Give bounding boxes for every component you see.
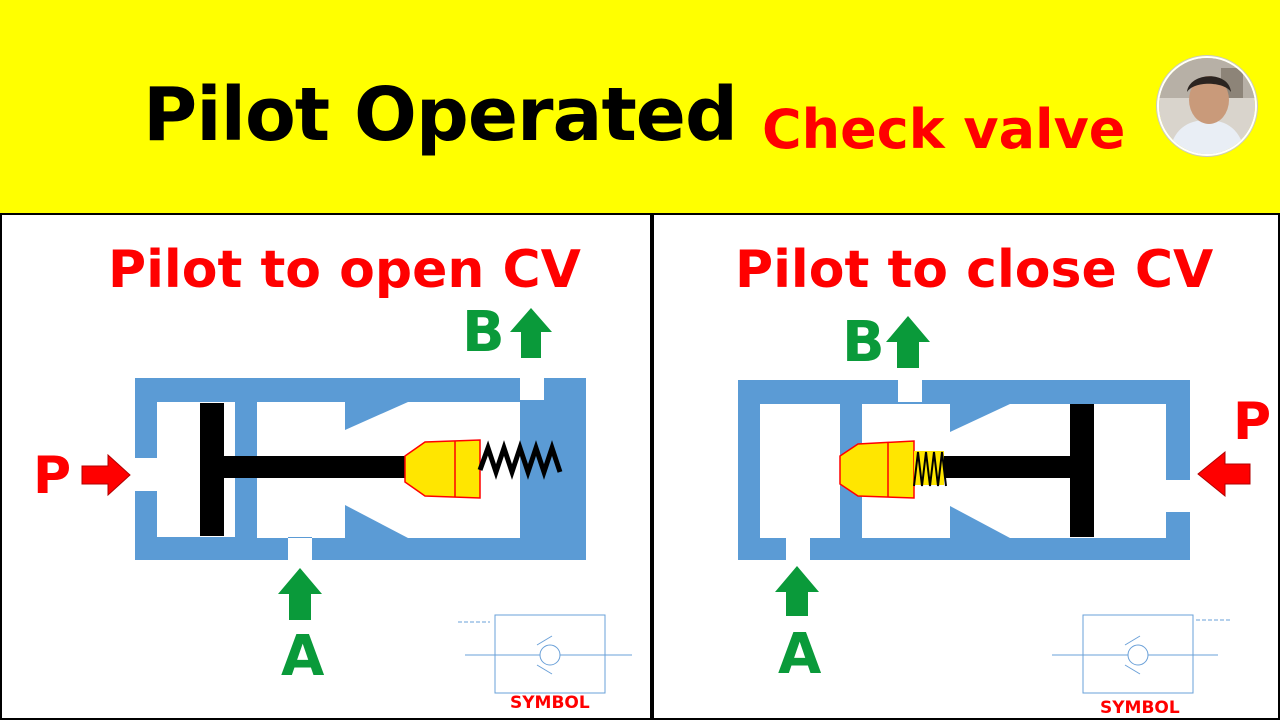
- right-panel-title-prefix: Pilot to: [735, 240, 949, 300]
- right-valve-body: [738, 380, 1190, 560]
- left-port-p-label: P: [33, 446, 72, 506]
- left-port-b-label: B: [462, 300, 505, 365]
- right-port-b-label: B: [842, 310, 885, 375]
- right-panel-title: Pilot to close CV: [735, 240, 1213, 300]
- left-port-a-arrow: [278, 568, 322, 620]
- right-panel-title-suffix: close CV: [966, 240, 1214, 300]
- left-port-b-arrow: [510, 308, 552, 358]
- right-spring: [913, 451, 947, 487]
- right-symbol-icon: [1052, 614, 1230, 694]
- title-banner: Pilot Operated Check valve: [0, 0, 1280, 215]
- right-symbol-label: SYMBOL: [1100, 698, 1180, 718]
- right-port-a-label: A: [778, 622, 822, 687]
- panel-divider: [650, 215, 654, 720]
- page-title: Pilot Operated: [143, 72, 738, 158]
- left-symbol-icon: [458, 614, 632, 694]
- right-poppet: [839, 440, 915, 499]
- left-valve-body: [135, 378, 586, 560]
- right-port-a-arrow: [775, 566, 819, 616]
- right-pilot-rod: [940, 456, 1072, 478]
- right-port-p-label: P: [1233, 392, 1272, 452]
- right-pilot-arrow: [1197, 450, 1251, 498]
- right-port-b-arrow: [886, 316, 930, 368]
- left-pilot-arrow: [81, 453, 131, 497]
- diagram-frame: [0, 215, 1280, 720]
- left-port-a-label: A: [281, 624, 325, 689]
- left-poppet: [404, 439, 481, 499]
- left-panel-title: Pilot to open CV: [108, 240, 581, 300]
- page-subtitle: Check valve: [762, 98, 1126, 161]
- right-pilot-piston: [1070, 404, 1094, 537]
- left-spring: [477, 440, 563, 480]
- left-symbol-label: SYMBOL: [510, 693, 590, 713]
- left-pilot-rod: [220, 456, 410, 478]
